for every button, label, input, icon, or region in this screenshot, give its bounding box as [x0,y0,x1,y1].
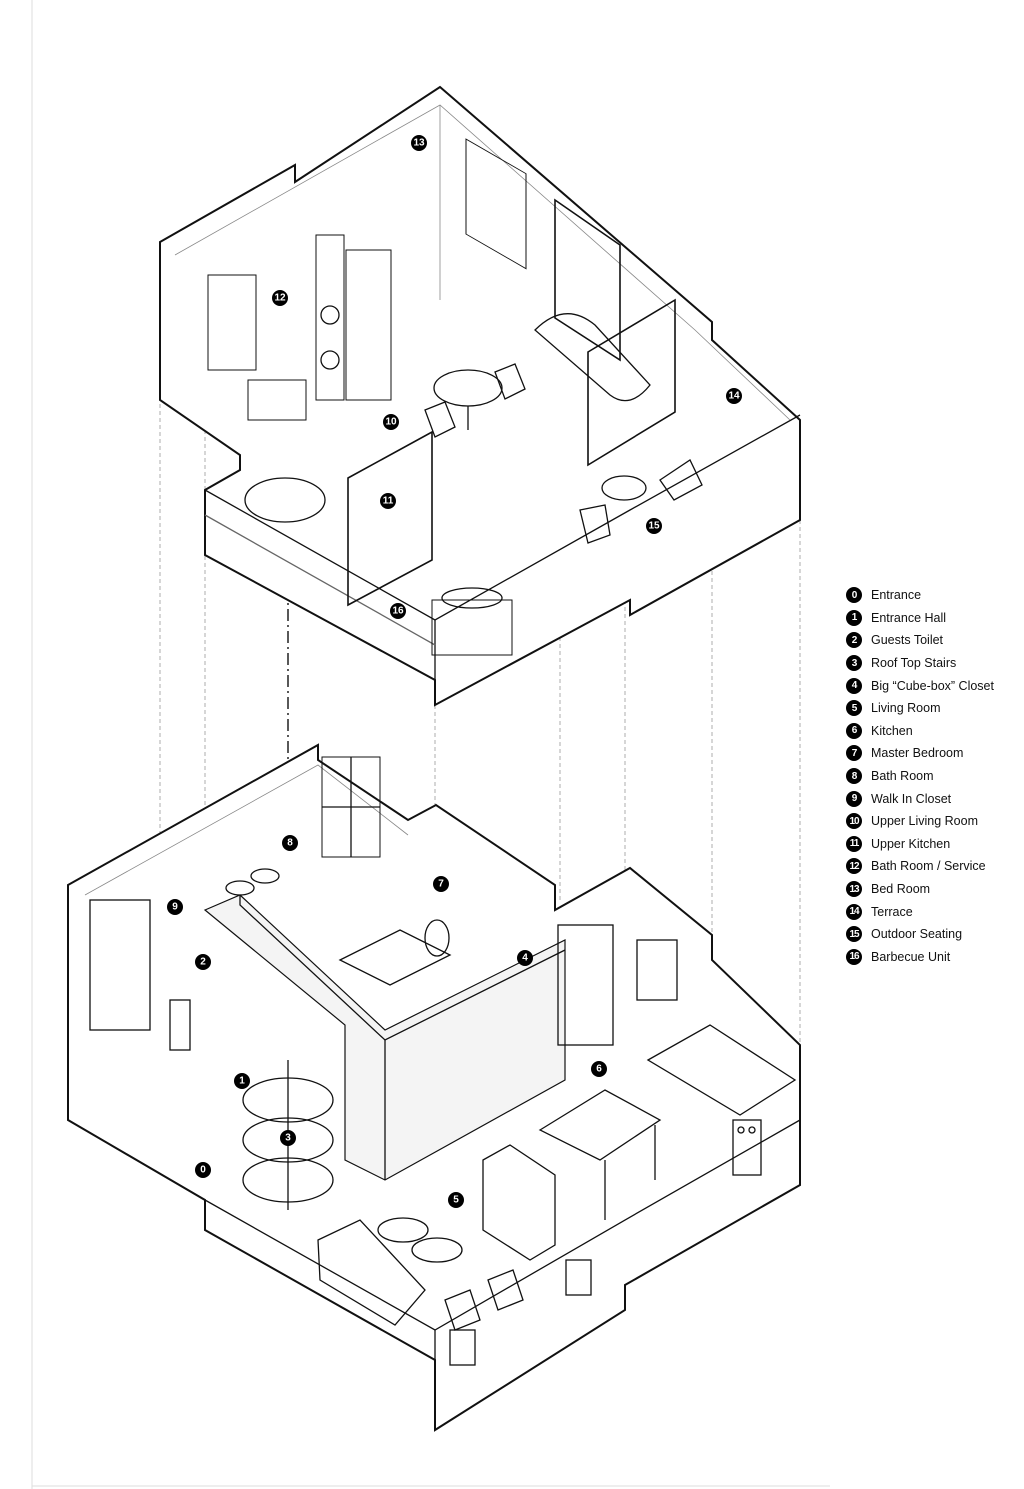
svg-text:16: 16 [392,606,404,617]
legend-number-badge: 9 [846,790,862,807]
legend-label: Outdoor Seating [871,927,963,942]
legend-label: Bed Room [871,882,931,897]
marker-13: 13 [411,135,427,151]
legend-number-badge: 5 [846,700,862,717]
svg-text:12: 12 [274,293,286,304]
marker-7: 7 [433,876,449,892]
legend-label: Roof Top Stairs [871,656,957,671]
legend-number-badge: 12 [846,858,862,875]
legend-number-badge: 14 [846,903,862,920]
marker-11: 11 [380,493,396,509]
legend-item: 10 Upper Living Room [846,810,994,833]
legend-label: Terrace [871,904,913,919]
legend-item: 15 Outdoor Seating [846,923,994,946]
marker-5: 5 [448,1192,464,1208]
marker-2: 2 [195,954,211,970]
svg-text:9: 9 [172,902,178,913]
marker-14: 14 [726,388,742,404]
marker-6: 6 [591,1061,607,1077]
svg-text:10: 10 [385,417,397,428]
svg-text:4: 4 [522,953,528,964]
legend-number-badge: 0 [846,587,862,604]
legend-label: Barbecue Unit [871,949,951,964]
legend-label: Guests Toilet [871,633,944,648]
legend-item: 9 Walk In Closet [846,787,994,810]
svg-text:8: 8 [287,838,293,849]
marker-8: 8 [282,835,298,851]
svg-text:11: 11 [383,496,394,507]
legend-number-badge: 6 [846,722,862,739]
svg-text:14: 14 [728,391,740,402]
legend-item: 6 Kitchen [846,720,994,743]
svg-text:7: 7 [438,879,444,890]
legend-label: Master Bedroom [871,746,964,761]
legend-number-badge: 2 [846,632,862,649]
legend-item: 2 Guests Toilet [846,629,994,652]
legend-number-badge: 16 [846,948,862,965]
svg-text:3: 3 [285,1133,291,1144]
legend-label: Entrance [871,588,922,603]
legend-number-badge: 8 [846,768,862,785]
svg-text:5: 5 [453,1195,459,1206]
legend-item: 16 Barbecue Unit [846,946,994,969]
legend-label: Entrance Hall [871,610,947,625]
marker-16: 16 [390,603,406,619]
svg-text:15: 15 [648,521,660,532]
legend-number-badge: 15 [846,926,862,943]
svg-text:1: 1 [239,1076,245,1087]
svg-text:2: 2 [200,957,206,968]
legend-item: 8 Bath Room [846,765,994,788]
legend-number-badge: 13 [846,881,862,898]
marker-12: 12 [272,290,288,306]
marker-10: 10 [383,414,399,430]
legend-item: 0 Entrance [846,584,994,607]
legend-item: 1 Entrance Hall [846,607,994,630]
legend-label: Bath Room [871,769,934,784]
upper-floor [159,85,801,707]
room-markers: 0 1 2 3 4 5 6 7 8 9 10 11 12 13 14 15 16 [167,135,742,1208]
marker-4: 4 [517,950,533,966]
marker-9: 9 [167,899,183,915]
marker-0: 0 [195,1162,211,1178]
svg-text:0: 0 [200,1165,206,1176]
marker-3: 3 [280,1130,296,1146]
svg-text:13: 13 [413,138,425,149]
lower-floor [67,743,801,1432]
legend-item: 13 Bed Room [846,878,994,901]
legend-number-badge: 3 [846,655,862,672]
legend-item: 14 Terrace [846,900,994,923]
svg-text:6: 6 [596,1064,602,1075]
legend-number-badge: 4 [846,677,862,694]
legend-number-badge: 7 [846,745,862,762]
legend-label: Walk In Closet [871,791,952,806]
legend: 0 Entrance 1 Entrance Hall 2 Guests Toilet 3 Ro… [846,584,994,968]
legend-label: Kitchen [871,723,913,738]
legend-item: 7 Master Bedroom [846,742,994,765]
marker-1: 1 [234,1073,250,1089]
legend-label: Big “Cube-box” Closet [871,678,994,693]
legend-item: 11 Upper Kitchen [846,833,994,856]
legend-number-badge: 11 [846,835,862,852]
legend-label: Bath Room / Service [871,859,986,874]
legend-label: Upper Kitchen [871,836,951,851]
legend-label: Living Room [871,701,941,716]
legend-number-badge: 10 [846,813,862,830]
legend-item: 12 Bath Room / Service [846,855,994,878]
legend-number-badge: 1 [846,609,862,626]
legend-item: 5 Living Room [846,697,994,720]
legend-label: Upper Living Room [871,814,978,829]
legend-item: 4 Big “Cube-box” Closet [846,674,994,697]
legend-item: 3 Roof Top Stairs [846,652,994,675]
marker-15: 15 [646,518,662,534]
